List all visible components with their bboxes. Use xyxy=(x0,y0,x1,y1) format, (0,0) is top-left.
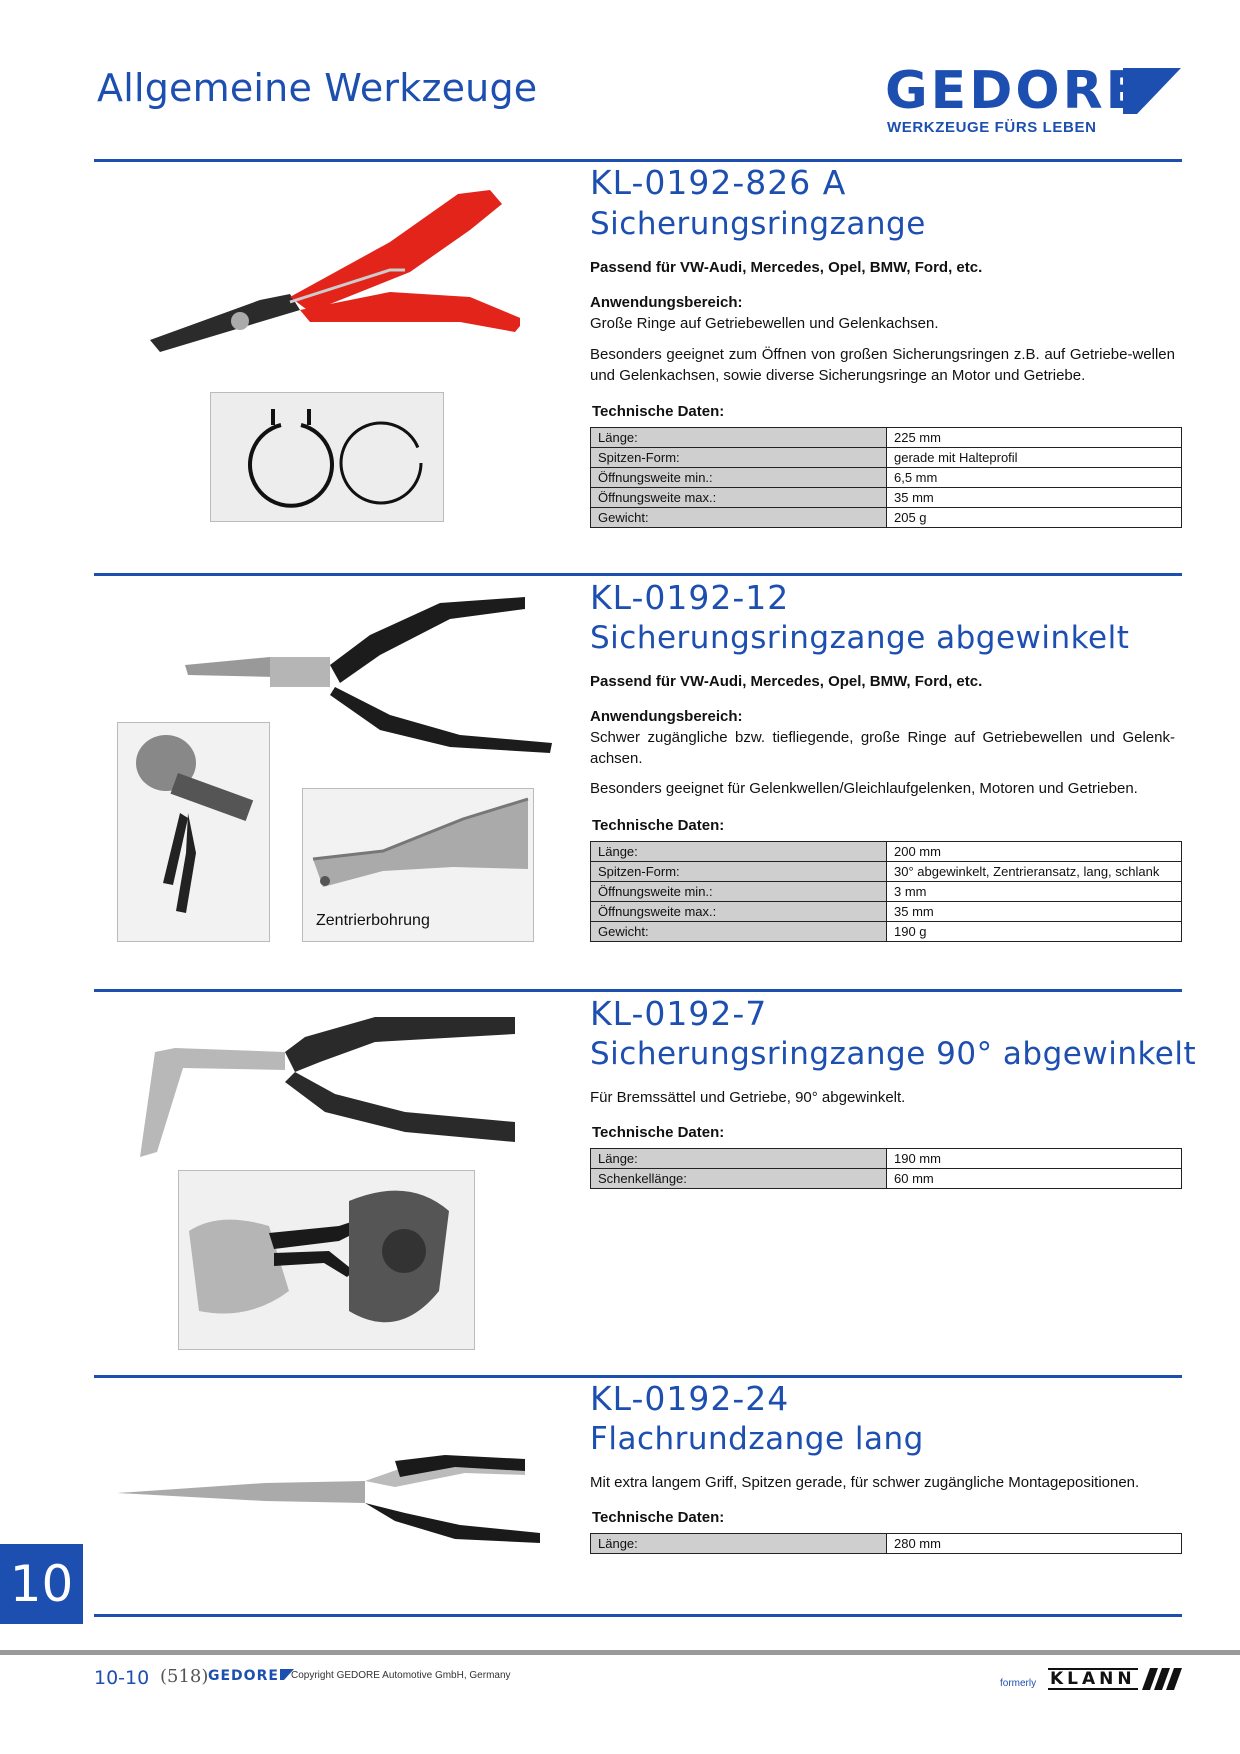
table-row: Öffnungsweite max.:35 mm xyxy=(590,901,1182,922)
table-row: Spitzen-Form:30° abgewinkelt, Zentrieran… xyxy=(590,861,1182,882)
retaining-rings-image xyxy=(210,392,444,522)
table-row: Gewicht:205 g xyxy=(590,507,1182,528)
klann-stripes-icon xyxy=(1142,1668,1182,1690)
product-name: Sicherungsringzange 90° abgewinkelt xyxy=(590,1036,1197,1072)
section-divider xyxy=(94,1375,1182,1378)
product-code: KL-0192-7 xyxy=(590,994,768,1033)
table-row: Gewicht:190 g xyxy=(590,921,1182,942)
cv-joint-image xyxy=(117,722,270,942)
table-row: Öffnungsweite min.:6,5 mm xyxy=(590,467,1182,488)
table-row: Spitzen-Form:gerade mit Halteprofil xyxy=(590,447,1182,468)
description: Mit extra langem Griff, Spitzen gerade, … xyxy=(590,1474,1140,1491)
area-label: Anwendungsbereich: xyxy=(590,294,743,311)
angled-pliers-image xyxy=(185,597,552,753)
logo-slogan: WERKZEUGE FÜRS LEBEN xyxy=(887,119,1097,136)
fits-text: Passend für VW-Audi, Mercedes, Opel, BMW… xyxy=(590,259,983,276)
chapter-tab: 10 xyxy=(0,1544,83,1624)
table-row: Länge:225 mm xyxy=(590,427,1182,448)
section-divider xyxy=(94,989,1182,992)
table-row: Öffnungsweite min.:3 mm xyxy=(590,881,1182,902)
product-code: KL-0192-826 A xyxy=(590,163,847,202)
image-caption: Zentrierbohrung xyxy=(316,912,430,929)
catalog-page-number: (518) xyxy=(160,1666,209,1687)
klann-logo: KLANN xyxy=(1048,1668,1138,1690)
product-name: Sicherungsringzange abgewinkelt xyxy=(590,620,1130,656)
footer-logo-triangle-icon xyxy=(279,1669,294,1680)
table-row: Schenkellänge:60 mm xyxy=(590,1168,1182,1189)
bottom-divider xyxy=(94,1614,1182,1617)
page-title: Allgemeine Werkzeuge xyxy=(97,66,538,110)
area-text: Schwer zugängliche bzw. tiefliegende, gr… xyxy=(590,729,1175,767)
tech-label: Technische Daten: xyxy=(592,1124,725,1141)
table-row: Länge:200 mm xyxy=(590,841,1182,862)
spec-table: Länge:225 mm Spitzen-Form:gerade mit Hal… xyxy=(590,427,1182,528)
logo-brand: GEDORE xyxy=(885,61,1145,121)
area-label: Anwendungsbereich: xyxy=(590,708,743,725)
area-text: Große Ringe auf Getriebewellen und Gelen… xyxy=(590,315,939,332)
table-row: Länge:190 mm xyxy=(590,1148,1182,1169)
long-nose-pliers-image xyxy=(117,1455,540,1543)
tech-label: Technische Daten: xyxy=(592,817,725,834)
description: Für Bremssättel und Getriebe, 90° abgewi… xyxy=(590,1089,906,1106)
footer-gedore-logo: GEDORE xyxy=(208,1668,294,1684)
table-row: Öffnungsweite max.:35 mm xyxy=(590,487,1182,508)
brake-caliper-image xyxy=(178,1170,475,1350)
spec-table: Länge:190 mm Schenkellänge:60 mm xyxy=(590,1148,1182,1189)
description: Besonders geeignet zum Öffnen von großen… xyxy=(590,346,1175,384)
formerly-label: formerly xyxy=(1000,1678,1037,1689)
footer-bar xyxy=(0,1650,1240,1655)
gedore-logo: GEDORE WERKZEUGE FÜRS LEBEN xyxy=(885,62,1183,142)
pliers-image xyxy=(150,190,520,352)
description: Besonders geeignet für Gelenkwellen/Glei… xyxy=(590,780,1138,797)
logo-triangle-icon xyxy=(1123,68,1181,114)
section-divider xyxy=(94,573,1182,576)
tech-label: Technische Daten: xyxy=(592,403,725,420)
spec-table: Länge:280 mm xyxy=(590,1533,1182,1554)
tech-label: Technische Daten: xyxy=(592,1509,725,1526)
page-number: 10-10 xyxy=(94,1667,150,1689)
section-divider xyxy=(94,159,1182,162)
product-name: Sicherungsringzange xyxy=(590,206,926,242)
copyright: Copyright GEDORE Automotive GmbH, German… xyxy=(291,1670,511,1681)
90-degree-pliers-image xyxy=(140,1017,515,1157)
tip-detail-image xyxy=(302,788,534,942)
spec-table: Länge:200 mm Spitzen-Form:30° abgewinkel… xyxy=(590,841,1182,942)
product-code: KL-0192-24 xyxy=(590,1379,790,1418)
product-name: Flachrundzange lang xyxy=(590,1421,924,1457)
product-code: KL-0192-12 xyxy=(590,578,790,617)
table-row: Länge:280 mm xyxy=(590,1533,1182,1554)
fits-text: Passend für VW-Audi, Mercedes, Opel, BMW… xyxy=(590,673,983,690)
